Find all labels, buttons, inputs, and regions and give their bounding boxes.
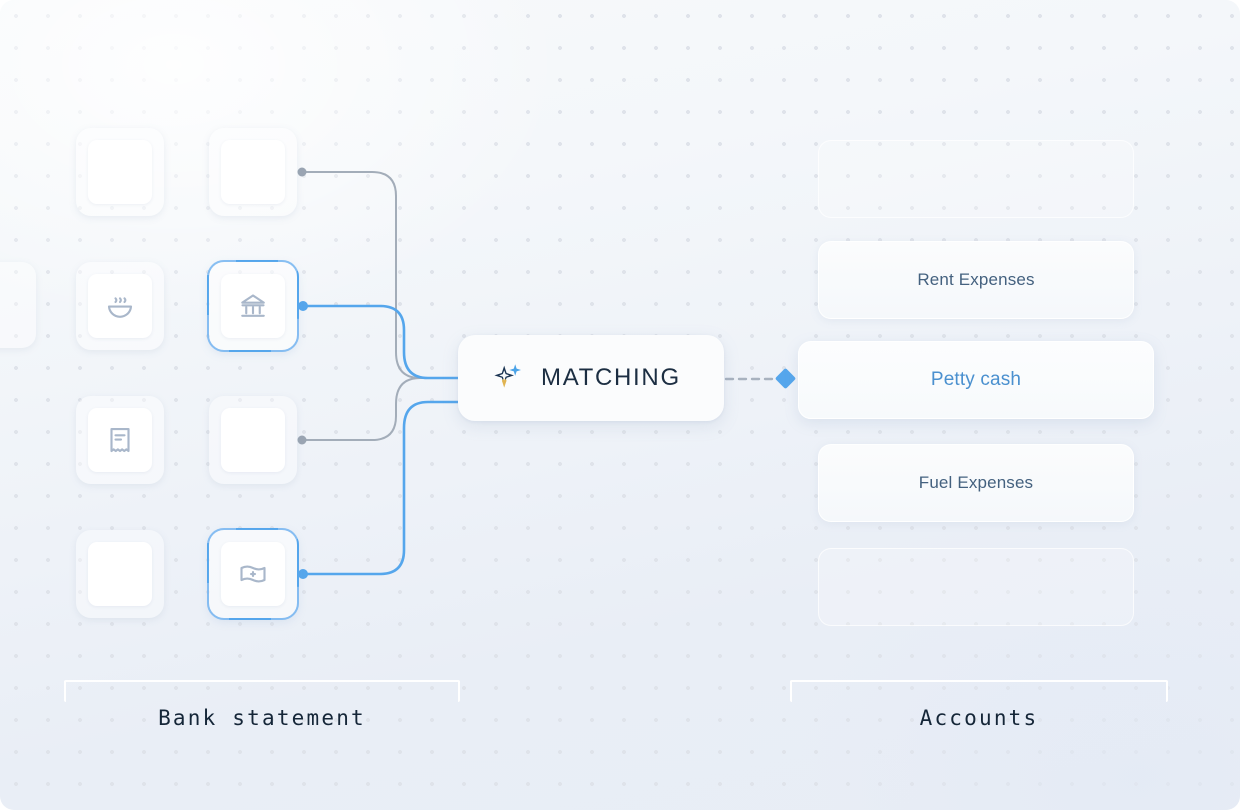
transaction-card-offscreen[interactable] bbox=[0, 262, 36, 348]
edge-handle-txn6 bbox=[297, 435, 307, 445]
bank-icon bbox=[241, 294, 265, 317]
transaction-card-inner bbox=[88, 542, 152, 606]
sparkle-icon bbox=[494, 364, 521, 388]
edge-diamond-marker bbox=[775, 368, 796, 389]
transaction-card-txn-6[interactable] bbox=[209, 396, 297, 484]
account-card-label: Fuel Expenses bbox=[918, 473, 1034, 492]
account-card-acct-5[interactable] bbox=[818, 548, 1134, 626]
account-card-acct-3[interactable]: Petty cash bbox=[798, 341, 1154, 419]
transaction-card-inner bbox=[88, 140, 152, 204]
matching-node-label: MATCHING bbox=[541, 364, 681, 391]
transaction-card-inner bbox=[221, 140, 285, 204]
edge-handle-txn2 bbox=[297, 167, 307, 177]
transaction-card-inner bbox=[221, 274, 285, 338]
matching-node[interactable]: MATCHING bbox=[458, 335, 724, 421]
edge-handle-txn8 bbox=[298, 569, 308, 579]
transaction-card-txn-5[interactable] bbox=[76, 396, 164, 484]
transaction-card-txn-2[interactable] bbox=[209, 128, 297, 216]
transaction-card-txn-1[interactable] bbox=[76, 128, 164, 216]
group-bracket-accounts bbox=[790, 680, 1168, 702]
transaction-card-inner bbox=[88, 408, 152, 472]
transaction-card-txn-7[interactable] bbox=[76, 530, 164, 618]
transaction-card-txn-4[interactable] bbox=[207, 260, 299, 352]
group-label-accounts: Accounts bbox=[919, 706, 1039, 730]
account-card-label: Rent Expenses bbox=[917, 270, 1035, 289]
transaction-card-inner bbox=[221, 542, 285, 606]
transaction-card-inner bbox=[221, 408, 285, 472]
edge-txn4-matching bbox=[300, 304, 460, 380]
account-card-acct-1[interactable] bbox=[818, 140, 1134, 218]
edge-txn6-matching bbox=[301, 377, 459, 441]
account-card-label: Petty cash bbox=[930, 369, 1022, 390]
account-card-acct-2[interactable]: Rent Expenses bbox=[818, 241, 1134, 319]
transaction-card-txn-8[interactable] bbox=[207, 528, 299, 620]
soup-bowl-icon bbox=[107, 297, 133, 318]
edge-handle-txn4 bbox=[298, 301, 308, 311]
transaction-card-txn-3[interactable] bbox=[76, 262, 164, 350]
receipt-icon bbox=[110, 427, 130, 453]
group-bracket-bank-statement bbox=[64, 680, 460, 702]
account-card-acct-4[interactable]: Fuel Expenses bbox=[818, 444, 1134, 522]
edge-txn8-matching bbox=[300, 400, 460, 576]
transaction-card-inner bbox=[88, 274, 152, 338]
group-label-bank-statement: Bank statement bbox=[158, 706, 366, 730]
edge-txn2-matching bbox=[301, 171, 459, 379]
banknote-icon bbox=[240, 565, 266, 583]
